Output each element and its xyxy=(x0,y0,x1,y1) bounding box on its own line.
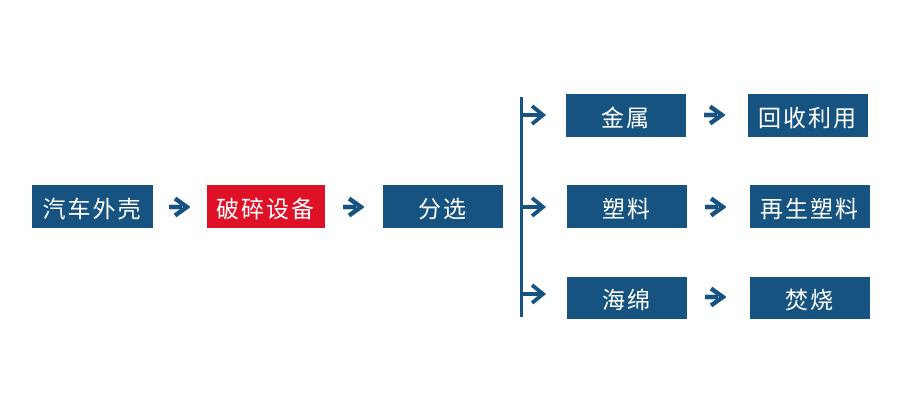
node-sorting: 分选 xyxy=(383,185,503,228)
node-crusher: 破碎设备 xyxy=(207,185,325,228)
arrow-right-icon xyxy=(169,196,190,218)
node-recycled-plastic: 再生塑料 xyxy=(750,185,870,228)
branch-arrow-right-icon xyxy=(521,196,547,218)
node-plastic: 塑料 xyxy=(567,185,687,228)
arrow-right-icon xyxy=(705,286,726,308)
node-car-shell: 汽车外壳 xyxy=(32,185,153,228)
node-sponge: 海绵 xyxy=(567,277,687,319)
node-incineration: 焚烧 xyxy=(750,277,870,319)
branch-arrow-right-icon xyxy=(521,283,547,305)
branch-arrow-right-icon xyxy=(521,104,547,126)
arrow-right-icon xyxy=(705,196,726,218)
node-recycling: 回收利用 xyxy=(748,94,868,137)
arrow-right-icon xyxy=(343,196,364,218)
arrow-right-icon xyxy=(704,104,725,126)
node-metal: 金属 xyxy=(566,94,686,137)
